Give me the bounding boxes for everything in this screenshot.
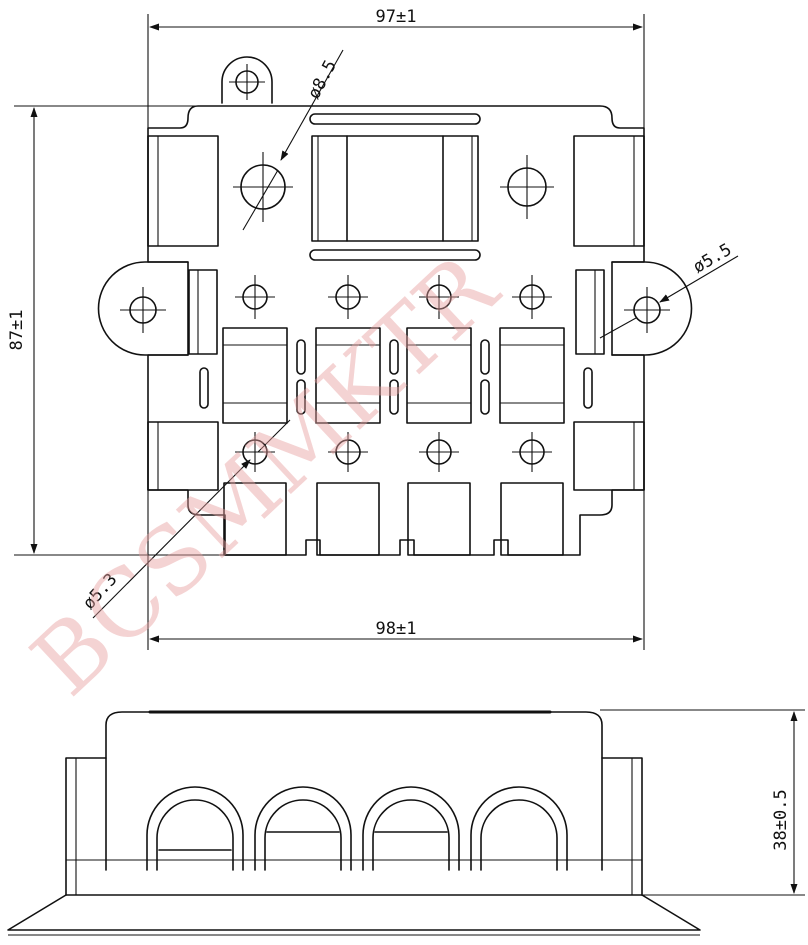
terminal-block <box>223 482 287 556</box>
main-fuse <box>311 135 479 242</box>
cable-opening-2 <box>254 786 352 871</box>
separator-slot <box>480 339 490 375</box>
opening-inner <box>264 799 342 871</box>
opening-inner <box>156 799 234 871</box>
opening-outer <box>146 786 244 871</box>
blade-fuse <box>315 327 381 424</box>
watermark: BCSMMKTR <box>12 233 519 716</box>
blade-fuse <box>406 327 472 424</box>
opening-outer <box>362 786 460 871</box>
opening-inner <box>372 799 450 871</box>
dim-height: 87±1 <box>7 310 27 351</box>
separator-slot <box>389 339 399 375</box>
cable-opening-1 <box>146 786 244 871</box>
terminal-block <box>316 482 380 556</box>
side-view: 38±0.5 <box>7 709 805 936</box>
blade-fuse <box>222 327 288 424</box>
fuse-bay-3 <box>406 275 490 556</box>
fuse-bay-2 <box>315 275 399 556</box>
label-hole-large: ø8.5 <box>304 57 341 103</box>
separator-slot <box>296 379 306 415</box>
fuse-bay-4 <box>499 275 565 556</box>
cable-openings <box>146 786 568 871</box>
label-hole-side: ø5.5 <box>690 240 735 278</box>
top-view: 97±1 98±1 87±1 ø8.5 ø5.5 ø5.3 <box>7 7 739 650</box>
cable-opening-3 <box>362 786 460 871</box>
separator-slot <box>389 379 399 415</box>
dim-top-width: 97±1 <box>376 7 417 27</box>
cover-outline <box>105 711 603 871</box>
right-ear <box>611 261 693 356</box>
blade-fuse <box>499 327 565 424</box>
separator-slot <box>296 339 306 375</box>
left-ear <box>97 261 189 356</box>
fuse-bays <box>199 275 593 556</box>
opening-outer <box>254 786 352 871</box>
dim-side-height: 38±0.5 <box>771 789 791 850</box>
edge-slot <box>199 367 209 409</box>
terminal-block <box>500 482 564 556</box>
separator-slot <box>480 379 490 415</box>
terminal-block <box>407 482 471 556</box>
edge-slot <box>583 367 593 409</box>
cable-opening-4 <box>470 786 568 871</box>
opening-outer <box>470 786 568 871</box>
opening-inner <box>480 799 558 871</box>
dim-bottom-width: 98±1 <box>376 619 417 639</box>
fuse-bay-1 <box>222 275 306 556</box>
